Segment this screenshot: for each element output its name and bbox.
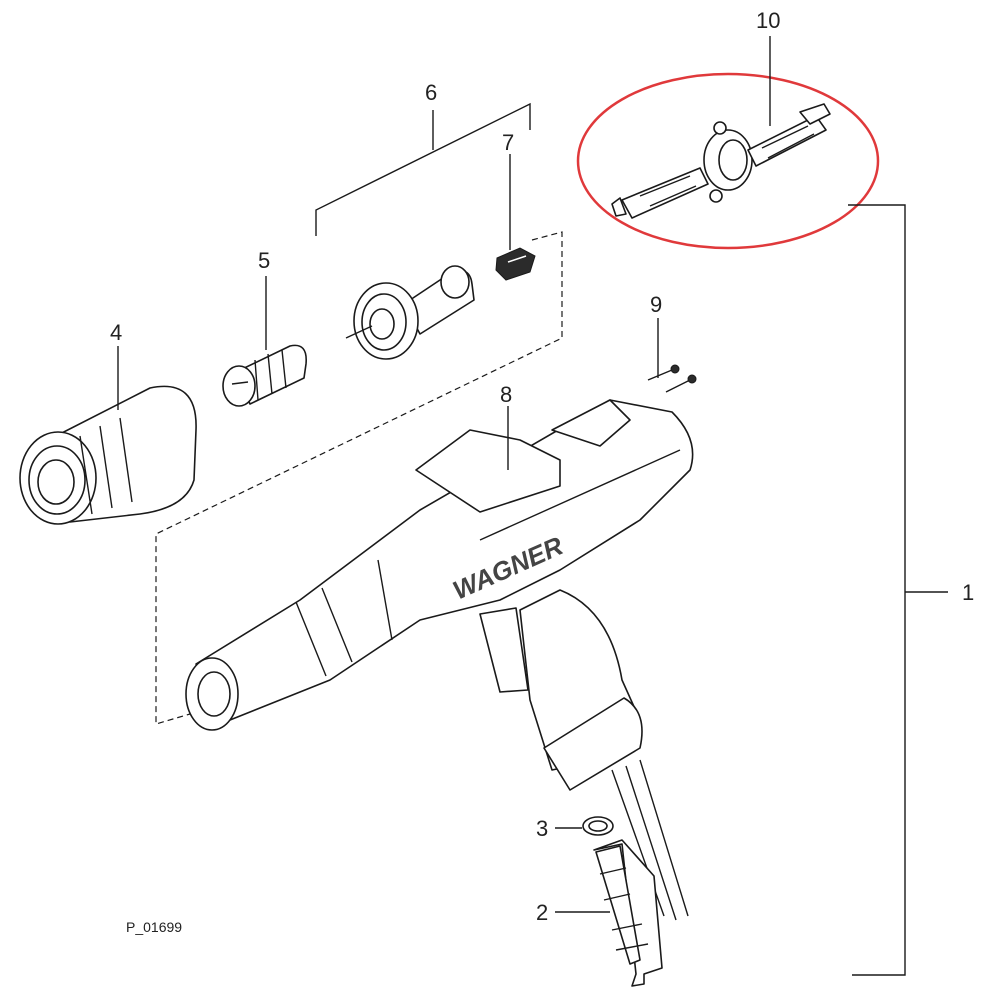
part-6-holder xyxy=(345,265,475,360)
assembly-dashed-line xyxy=(155,231,563,725)
part-3-o-ring-inner xyxy=(588,820,608,832)
callout-7: 7 xyxy=(502,130,514,155)
callout-5: 5 xyxy=(258,248,270,273)
part-4-cap xyxy=(19,385,197,525)
highlight-ellipse xyxy=(576,72,880,250)
callout-9: 9 xyxy=(650,292,662,317)
callout-1: 1 xyxy=(962,580,974,605)
part-10-module xyxy=(576,72,880,250)
leader-lines xyxy=(117,36,771,913)
part-1-bracket xyxy=(848,204,948,976)
callout-3: 3 xyxy=(536,816,548,841)
part-6-bracket xyxy=(315,102,531,236)
drawing-number: P_01699 xyxy=(126,919,182,935)
part-2-connector xyxy=(593,839,663,987)
callout-8: 8 xyxy=(500,382,512,407)
part-9-screws xyxy=(647,364,697,393)
callout-6: 6 xyxy=(425,80,437,105)
callout-4: 4 xyxy=(110,320,122,345)
part-1-gun-body xyxy=(185,399,694,921)
part-5-nozzle xyxy=(222,344,307,407)
callout-10: 10 xyxy=(756,8,780,33)
callout-2: 2 xyxy=(536,900,548,925)
part-7-tip xyxy=(495,247,536,281)
